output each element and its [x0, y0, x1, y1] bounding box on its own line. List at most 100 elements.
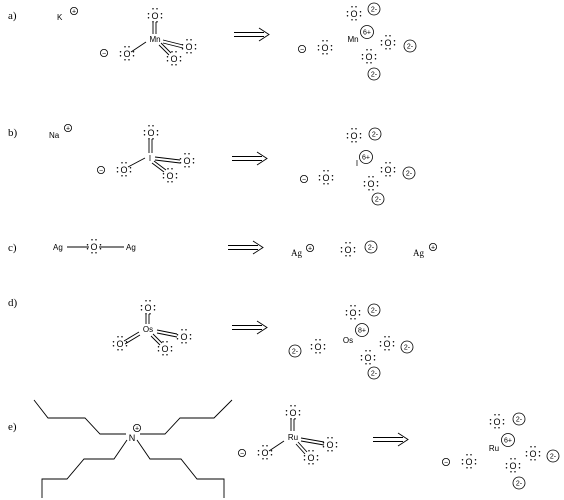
lone-pair-dot: [393, 40, 396, 42]
ionic-silver-oxide: Ag + O 2- Ag +: [291, 240, 437, 258]
tetrabutylammonium-cation: N +: [33, 399, 233, 498]
lone-pair-dot: [345, 242, 347, 244]
lone-pair-dot: [128, 59, 130, 61]
lone-pair-dot: [346, 133, 349, 135]
lone-pair-dot: [369, 363, 371, 365]
oxide-ion: O: [344, 245, 351, 255]
lone-pair-dot: [392, 341, 395, 343]
lone-pair-dot: [331, 450, 333, 452]
reaction-arrow: [373, 432, 409, 447]
lone-pair-dot: [156, 130, 159, 132]
lone-pair-dot: [534, 446, 536, 448]
lone-pair-dot: [194, 44, 197, 46]
cation-plus: +: [135, 426, 139, 433]
lone-pair-dot: [489, 419, 492, 421]
oxygen-top: O: [144, 303, 151, 313]
osmium-ion: Os: [343, 336, 353, 345]
lone-pair-dot: [162, 173, 165, 175]
lone-pair-dot: [359, 133, 362, 135]
lone-pair-dot: [188, 166, 190, 168]
lone-pair-dot: [525, 455, 528, 457]
lone-pair-dot: [392, 345, 395, 347]
oxide-left: O: [321, 43, 328, 53]
oxygen-top: O: [151, 11, 158, 21]
lone-pair-dot: [327, 450, 329, 452]
lone-pair-dot: [121, 349, 123, 351]
lone-pair-dot: [121, 336, 123, 338]
lone-pair-dot: [393, 171, 396, 173]
lone-pair-dot: [308, 450, 310, 452]
lone-pair-dot: [470, 467, 472, 469]
lone-pair-dot: [310, 344, 313, 346]
lone-pair-dots: [86, 6, 541, 473]
charge-circle: [288, 344, 302, 358]
lone-pair-dot: [389, 48, 391, 50]
lone-pair-dot: [359, 11, 362, 13]
oxidation-state-circle: [359, 150, 373, 164]
oxidation-state: 6+: [504, 438, 512, 445]
oxidation-state: 6+: [363, 30, 371, 37]
silver-atom-left: Ag: [53, 243, 63, 252]
nitrogen-atom: N: [129, 433, 136, 443]
lone-pair-dot: [160, 13, 163, 15]
oxide-charge: 2-: [371, 72, 378, 79]
lone-pair-dot: [121, 162, 123, 164]
reaction-arrow: [234, 27, 270, 42]
lone-pair-dot: [330, 49, 333, 51]
lone-pair-dot: [125, 162, 127, 164]
lone-pair-dot: [148, 138, 150, 140]
lone-pair-dot: [303, 459, 306, 461]
lone-pair-dot: [175, 173, 178, 175]
lone-pair-dot: [374, 54, 377, 56]
oxide-minus: −: [302, 177, 306, 184]
oxygen-bottom: O: [170, 54, 177, 64]
lone-pair-dot: [185, 342, 187, 344]
row-a: a) K + O Mn O O O − O: [8, 2, 417, 81]
lone-pair-dot: [318, 179, 321, 181]
ionic-osmium: O 2- 8+ Os O 2- O 2- O 2-: [288, 303, 414, 380]
lone-pair-dot: [315, 352, 317, 354]
lone-pair-dot: [365, 350, 367, 352]
oxidation-state-circle: [360, 25, 374, 39]
lone-pair-dot: [489, 423, 492, 425]
cation-charge-circle: [132, 423, 141, 432]
lone-pair-dot: [290, 418, 292, 420]
lone-pair-dot: [346, 11, 349, 13]
lone-pair-dot: [349, 242, 351, 244]
lone-pair-dot: [322, 442, 325, 444]
iodine-ion: I: [356, 159, 358, 168]
lone-pair-dot: [393, 167, 396, 169]
lone-pair-dot: [316, 455, 319, 457]
lone-pair-dot: [152, 8, 154, 10]
lone-pair-dot: [494, 414, 496, 416]
lone-pair-dot: [171, 181, 173, 183]
lone-pair-dot: [355, 128, 357, 130]
lone-pair-dot: [181, 329, 183, 331]
charge-circle: [546, 449, 560, 463]
lone-pair-dot: [149, 300, 151, 302]
ruthenium-ion: Ru: [489, 444, 499, 453]
lone-pair-dot: [95, 252, 97, 254]
lone-pair-dot: [125, 345, 128, 347]
lone-pair-dot: [262, 458, 264, 460]
lone-pair-dot: [323, 344, 326, 346]
lone-pair-dot: [129, 171, 132, 173]
lone-pair-dot: [140, 305, 143, 307]
lone-pair-dot: [380, 40, 383, 42]
lone-pair-dot: [189, 334, 192, 336]
lone-pair-dot: [119, 51, 122, 53]
oxide-charge: 2-: [371, 308, 378, 315]
lone-pair-dot: [153, 309, 156, 311]
lone-pair-dot: [514, 458, 516, 460]
lone-pair-dot: [335, 446, 338, 448]
oxygen-center: O: [90, 242, 97, 252]
lone-pair-dot: [384, 336, 386, 338]
lone-pair-dot: [351, 19, 353, 21]
butyl-chain-lower-left: [41, 439, 128, 498]
osmium-tetroxide: O Os O O O: [116, 303, 187, 354]
oxide-right: O: [384, 165, 391, 175]
oxide-minus: −: [300, 47, 304, 54]
lone-pair-dot: [466, 454, 468, 456]
lone-pair-dot: [124, 59, 126, 61]
